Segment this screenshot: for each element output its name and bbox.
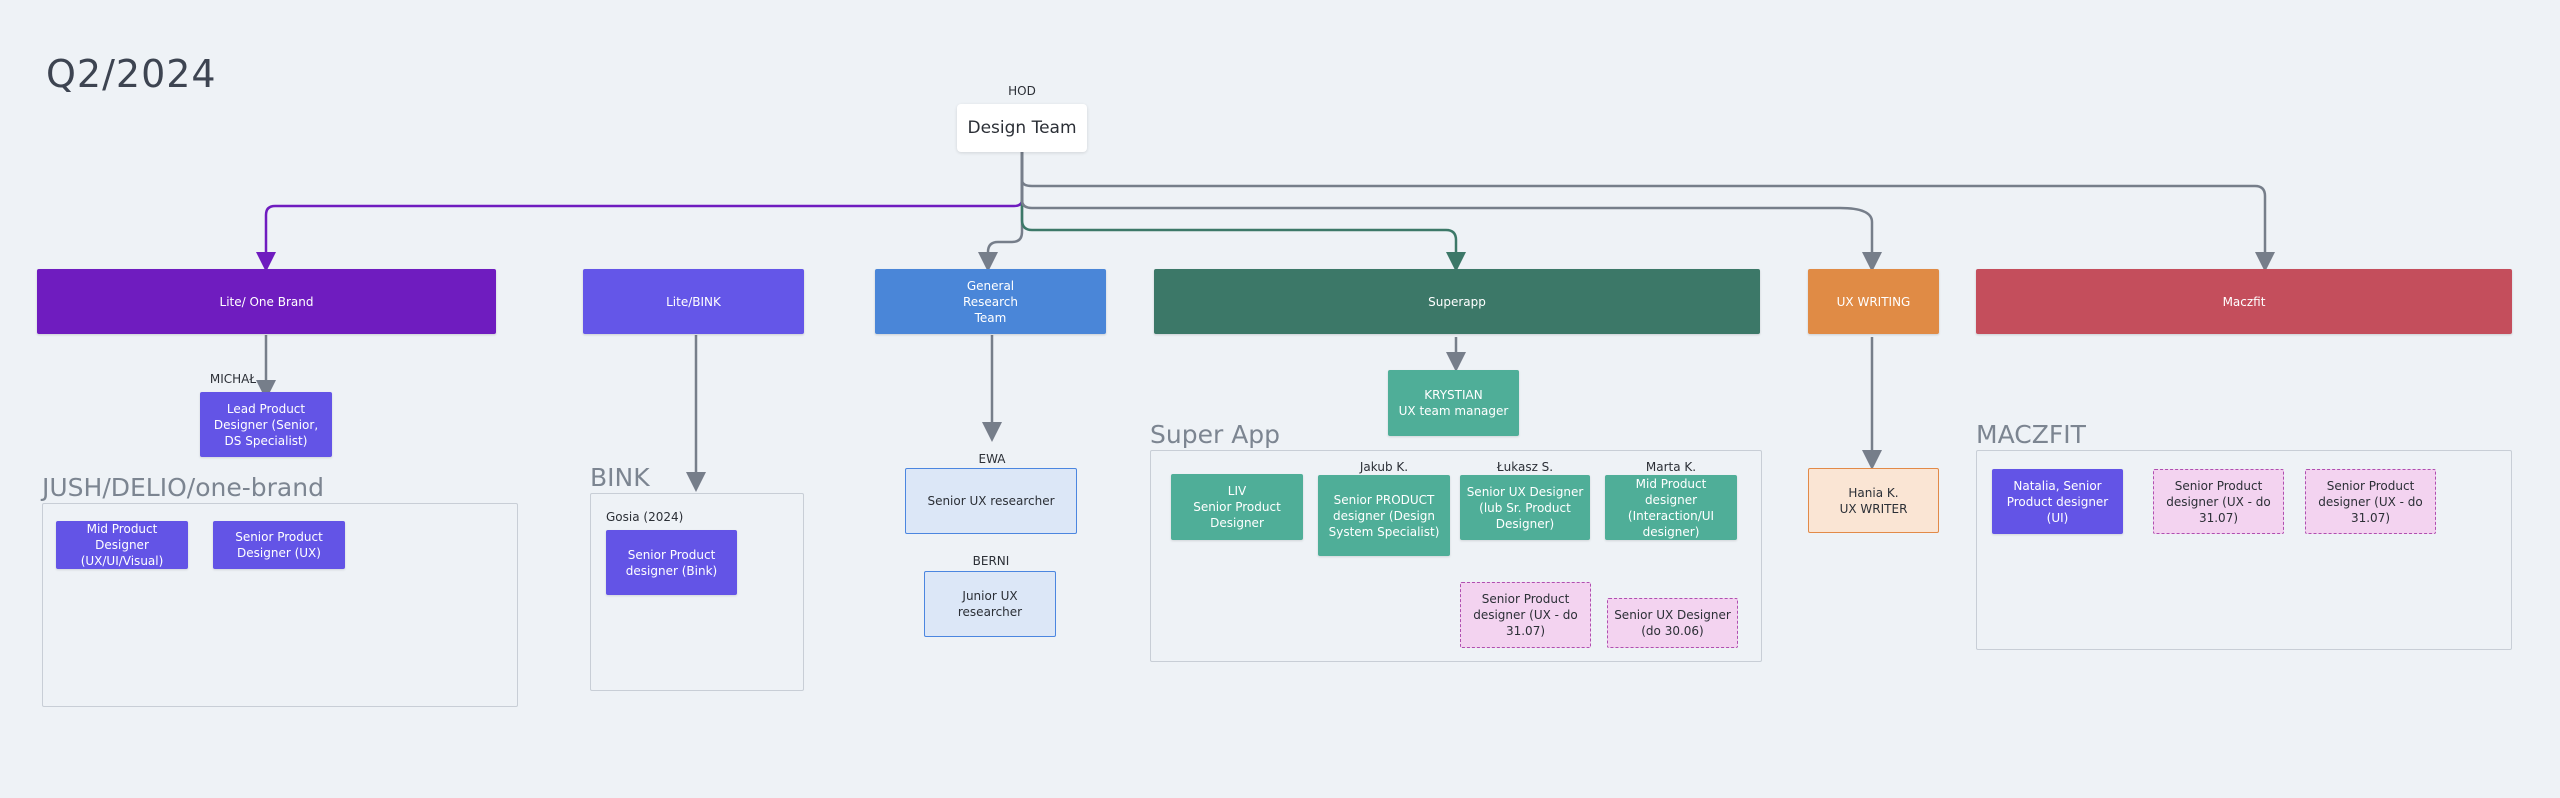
dept-superapp[interactable]: Superapp <box>1154 269 1760 334</box>
member-card[interactable]: Senior Product designer (Bink) <box>606 530 737 595</box>
member-card[interactable]: Mid Product designer (Interaction/UI des… <box>1605 475 1737 540</box>
member-card[interactable]: Senior UX Designer (lub Sr. Product Desi… <box>1460 475 1590 540</box>
root-label: HOD <box>1008 84 1036 98</box>
group-title-bink: BINK <box>590 463 650 492</box>
temp-member-card[interactable]: Senior Product designer (UX - do 31.07) <box>2305 469 2436 534</box>
member-card[interactable]: Senior Product Designer (UX) <box>213 521 345 569</box>
member-card[interactable]: Mid Product Designer (UX/UI/Visual) <box>56 521 188 569</box>
group-maczfit <box>1976 450 2512 650</box>
group-bink <box>590 493 804 691</box>
member-name-label: Łukasz S. <box>1496 460 1554 474</box>
dept-maczfit[interactable]: Maczfit <box>1976 269 2512 334</box>
dept-lite-bink[interactable]: Lite/BINK <box>583 269 804 334</box>
member-card[interactable]: Natalia, Senior Product designer (UI) <box>1992 469 2123 534</box>
temp-member-card[interactable]: Senior Product designer (UX - do 31.07) <box>1460 582 1591 648</box>
ux-team-manager-card[interactable]: KRYSTIAN UX team manager <box>1388 370 1519 436</box>
member-card[interactable]: Senior PRODUCT designer (Design System S… <box>1318 475 1450 556</box>
group-jush-delio <box>42 503 518 707</box>
page-title: Q2/2024 <box>46 52 217 96</box>
member-name-label: EWA <box>978 452 1006 466</box>
member-name-label: Jakub K. <box>1359 460 1409 474</box>
group-super-app <box>1150 450 1762 662</box>
lead-product-designer-card[interactable]: Lead Product Designer (Senior, DS Specia… <box>200 392 332 457</box>
group-title-maczfit: MACZFIT <box>1976 420 2086 449</box>
root-node-design-team[interactable]: Design Team <box>957 104 1087 152</box>
group-title-jush-delio: JUSH/DELIO/one-brand <box>42 473 324 502</box>
member-card[interactable]: LIV Senior Product Designer <box>1171 474 1303 540</box>
dept-general-research[interactable]: General Research Team <box>875 269 1106 334</box>
group-title-super-app: Super App <box>1150 420 1281 449</box>
dept-lite-one-brand[interactable]: Lite/ One Brand <box>37 269 496 334</box>
member-card[interactable]: Senior UX researcher <box>905 468 1077 534</box>
lead-name-label: MICHAŁ <box>209 372 257 386</box>
member-name-label: Marta K. <box>1645 460 1697 474</box>
temp-member-card[interactable]: Senior Product designer (UX - do 31.07) <box>2153 469 2284 534</box>
temp-member-card[interactable]: Senior UX Designer (do 30.06) <box>1607 598 1738 648</box>
ux-writer-card[interactable]: Hania K. UX WRITER <box>1808 468 1939 533</box>
dept-ux-writing[interactable]: UX WRITING <box>1808 269 1939 334</box>
member-name-label: BERNI <box>972 554 1010 568</box>
member-card[interactable]: Junior UX researcher <box>924 571 1056 637</box>
member-name-label: Gosia (2024) <box>606 510 684 524</box>
